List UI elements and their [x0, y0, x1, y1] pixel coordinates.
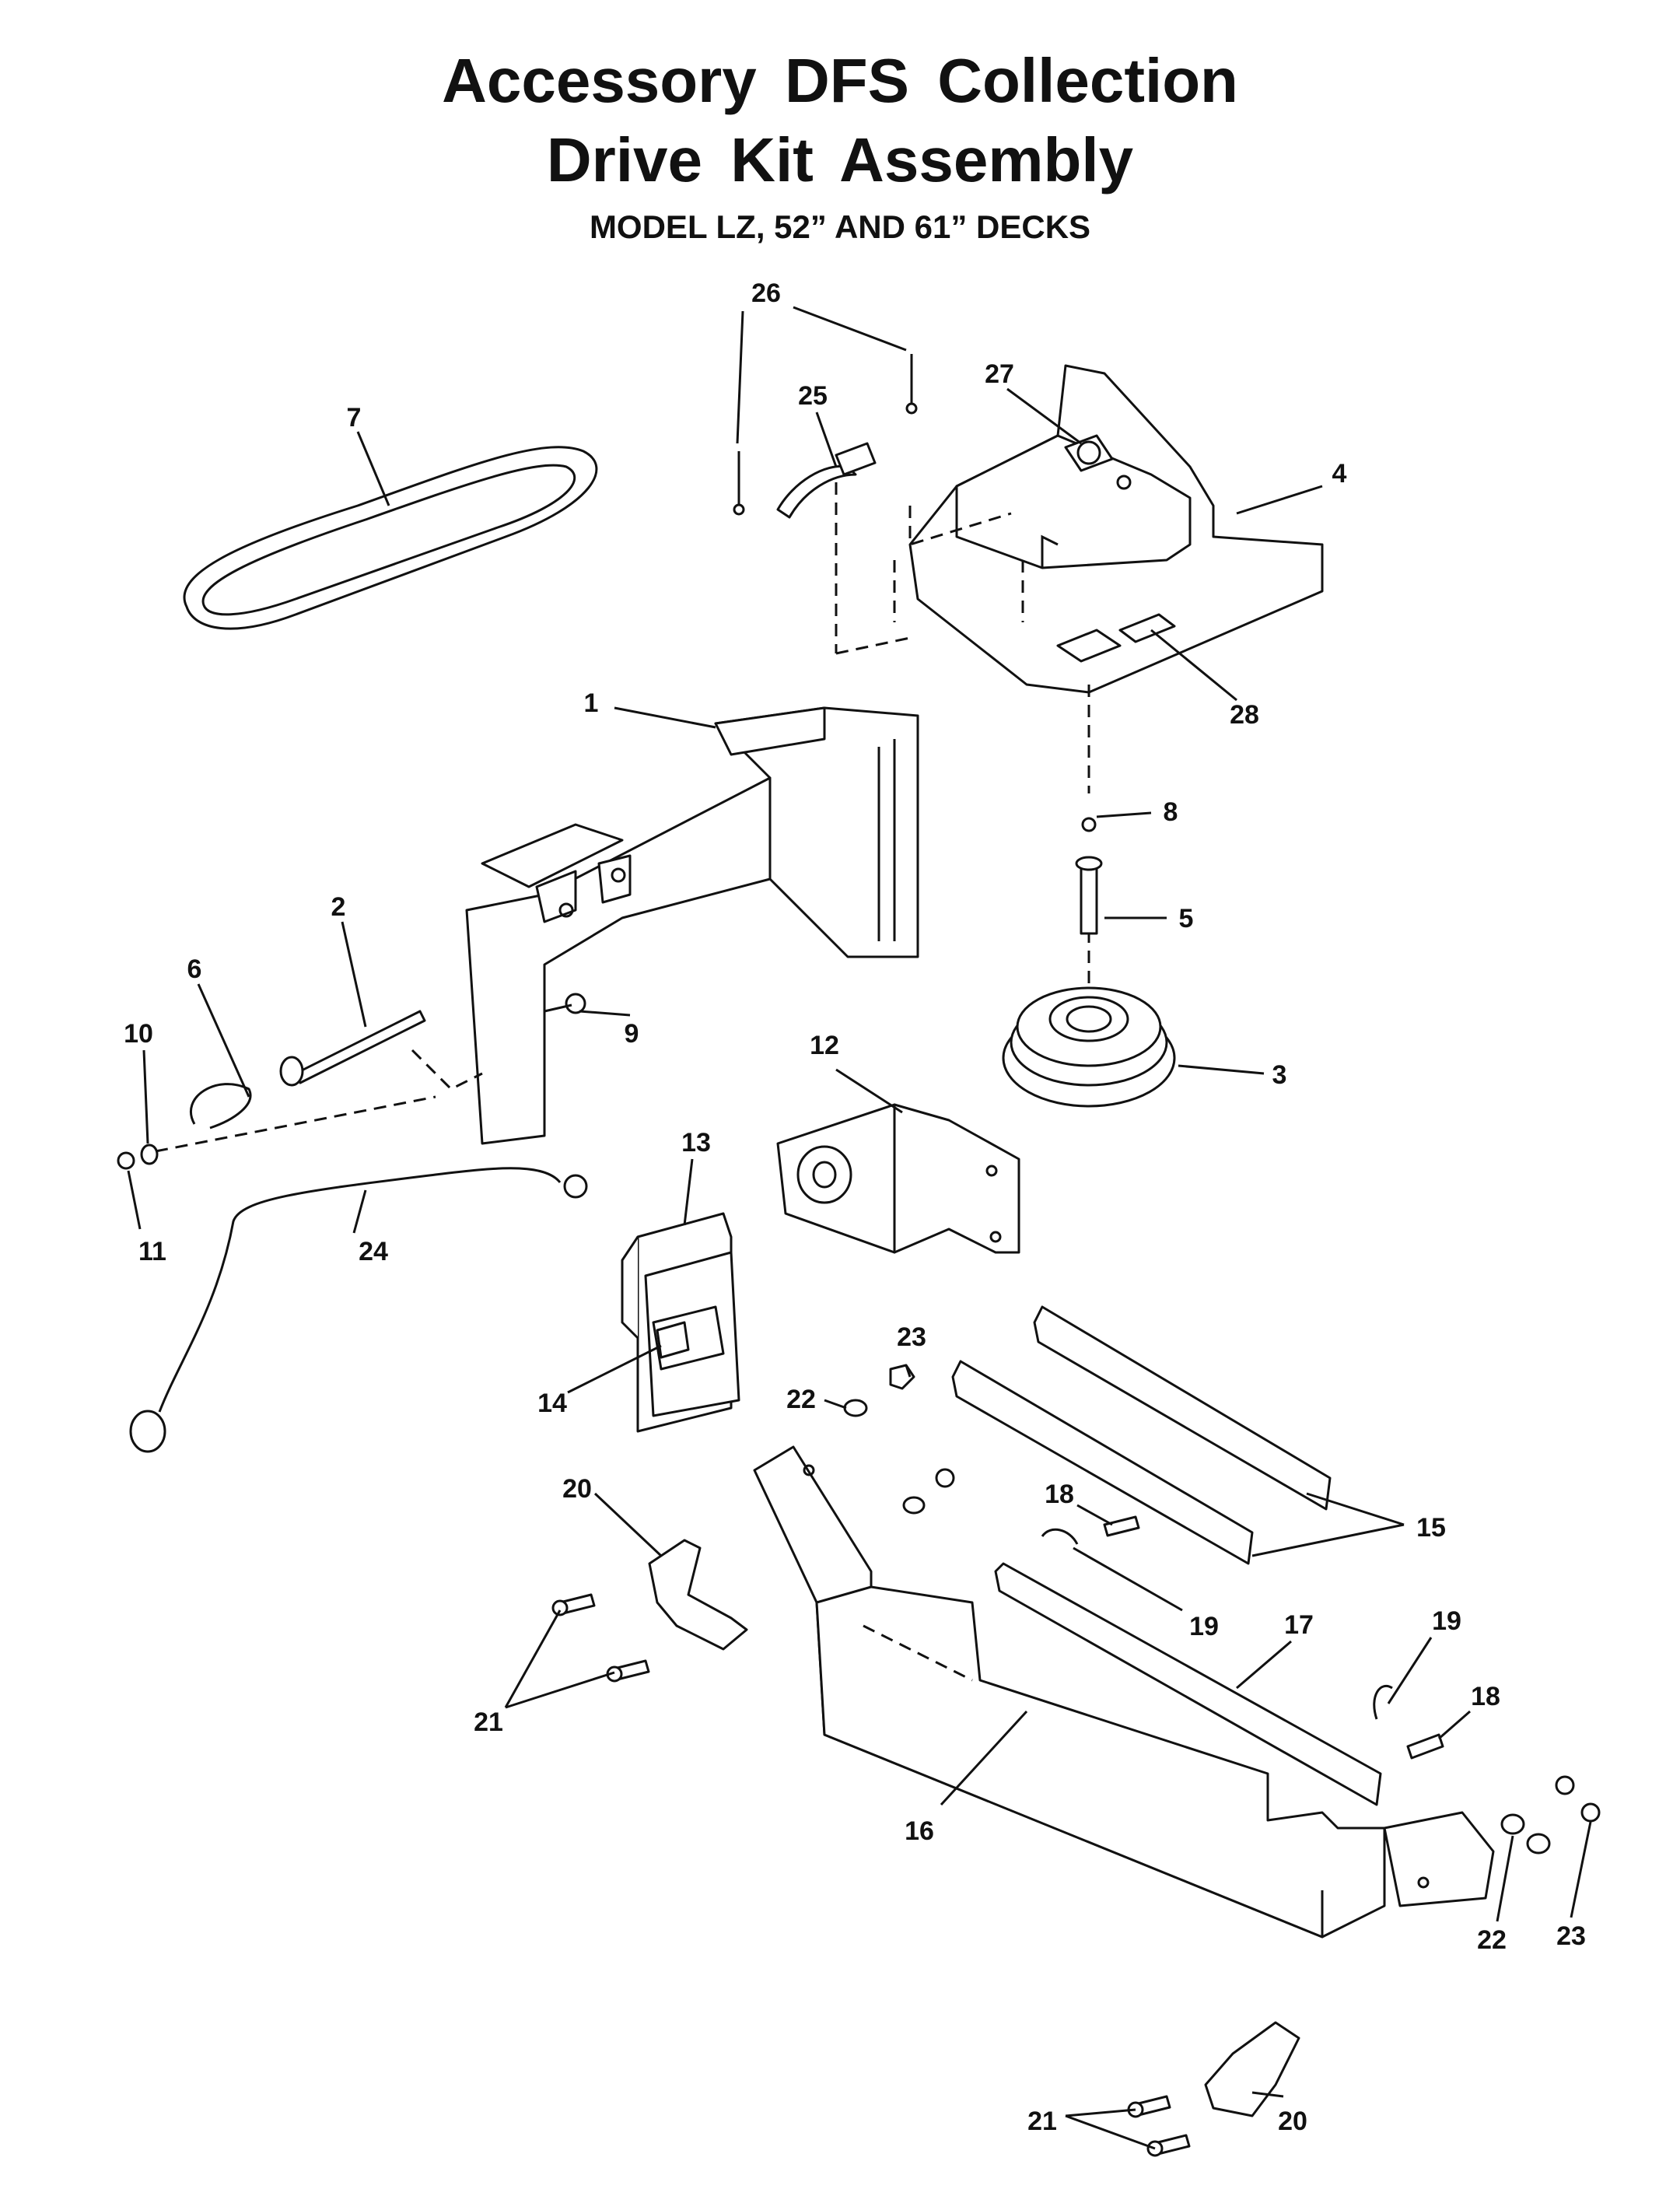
- callout-9: 9: [625, 1019, 639, 1049]
- part-20-clamp-lower: [1204, 2021, 1300, 2117]
- part-14-plate: [644, 1251, 740, 1417]
- callout-26: 26: [751, 278, 781, 308]
- callout-7: 7: [347, 403, 362, 433]
- part-20-clamp-upper: [648, 1539, 748, 1651]
- callout-15: 15: [1416, 1513, 1446, 1543]
- part-4-shield: [908, 364, 1324, 694]
- callout-6: 6: [187, 954, 202, 984]
- callout-23-lower: 23: [1556, 1921, 1586, 1951]
- part-22-washers-lower: [1500, 1813, 1551, 1855]
- diagram-subtitle: MODEL LZ, 52” AND 61” DECKS: [589, 208, 1091, 245]
- diagram-title-line-2: Drive Kit Assembly: [546, 125, 1134, 194]
- part-1-bracket: [465, 706, 919, 1145]
- callout-28: 28: [1230, 700, 1259, 730]
- part-11-nut: [117, 1151, 135, 1170]
- callout-20-upper: 20: [562, 1474, 592, 1504]
- callout-4: 4: [1332, 459, 1347, 489]
- part-17-bar: [994, 1562, 1382, 1806]
- callout-10: 10: [124, 1019, 153, 1049]
- part-21-bolts: [551, 1593, 1191, 2157]
- part-23-nut: [889, 1364, 915, 1390]
- callout-17: 17: [1284, 1610, 1314, 1640]
- callout-14: 14: [537, 1389, 567, 1418]
- callout-2: 2: [331, 892, 346, 922]
- callout-12: 12: [810, 1031, 839, 1060]
- callout-21-lower: 21: [1027, 2107, 1057, 2136]
- callout-1: 1: [584, 688, 599, 718]
- callout-3: 3: [1272, 1060, 1287, 1090]
- callout-24: 24: [359, 1237, 388, 1266]
- callout-19-upper: 19: [1189, 1612, 1219, 1641]
- callout-13: 13: [681, 1128, 711, 1158]
- callout-23-upper: 23: [897, 1322, 926, 1352]
- part-22-washer: [843, 1399, 868, 1417]
- part-10-washer: [140, 1144, 159, 1165]
- part-6-ring: [189, 1056, 304, 1130]
- part-22-23-mid: [902, 1468, 955, 1515]
- part-16-main-bracket: [753, 1445, 1495, 1939]
- diagram-title: Accessory DFS Collection: [442, 46, 1238, 115]
- callout-19-lower: 19: [1432, 1606, 1461, 1636]
- callout-20-lower: 20: [1278, 2107, 1307, 2136]
- part-9-bolt: [544, 993, 586, 1014]
- part-19-clip: [1041, 1528, 1393, 1720]
- part-18-pin: [1103, 1515, 1444, 1760]
- callout-21-upper: 21: [474, 1707, 503, 1737]
- part-25-clip: [776, 442, 877, 519]
- part-26-pins: [733, 354, 918, 516]
- part-7-belt: [183, 446, 598, 630]
- callout-5: 5: [1179, 904, 1194, 933]
- part-15-links: [951, 1305, 1332, 1565]
- callout-27: 27: [985, 359, 1014, 389]
- part-8-fitting: [1081, 817, 1097, 832]
- leader-lines: [127, 306, 1592, 2150]
- part-2-rod: [294, 1010, 426, 1084]
- callout-16: 16: [905, 1816, 934, 1846]
- part-5-shaft: [1075, 856, 1103, 935]
- callout-22-upper: 22: [786, 1385, 816, 1414]
- callout-8: 8: [1164, 797, 1178, 827]
- part-23-nuts-lower: [1555, 1775, 1601, 1823]
- callout-18-upper: 18: [1045, 1480, 1074, 1509]
- part-12-bracket: [776, 1103, 1020, 1254]
- callout-25: 25: [798, 381, 828, 411]
- callout-labels: 1 2 3 4 5 6 7 8 9 10 11 12 13 14 15 16 1…: [124, 278, 1586, 2136]
- callout-11: 11: [138, 1237, 166, 1266]
- part-3-pulley: [1002, 986, 1176, 1108]
- callout-18-lower: 18: [1471, 1682, 1500, 1711]
- callout-22-lower: 22: [1477, 1925, 1507, 1955]
- part-24-cable: [129, 1167, 588, 1453]
